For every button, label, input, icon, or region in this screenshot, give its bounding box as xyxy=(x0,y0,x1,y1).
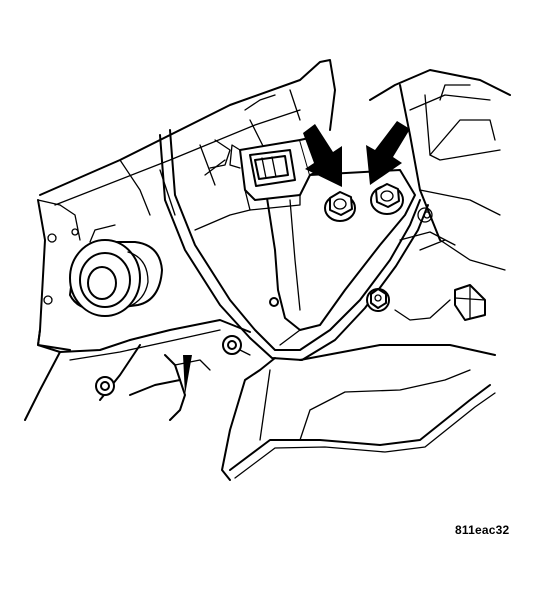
block-bolt xyxy=(366,288,390,312)
arrow-left-bolt xyxy=(303,124,342,187)
mounting-bolt-left xyxy=(324,191,356,222)
side-bolt xyxy=(454,284,486,321)
block-edge xyxy=(394,299,451,321)
cover-gasket xyxy=(159,129,496,481)
crankshaft-seal xyxy=(24,199,251,421)
figure-id-label: 811eac32 xyxy=(455,523,510,537)
mounting-bolt-right xyxy=(370,183,404,215)
arrow-right-bolt xyxy=(366,121,410,185)
